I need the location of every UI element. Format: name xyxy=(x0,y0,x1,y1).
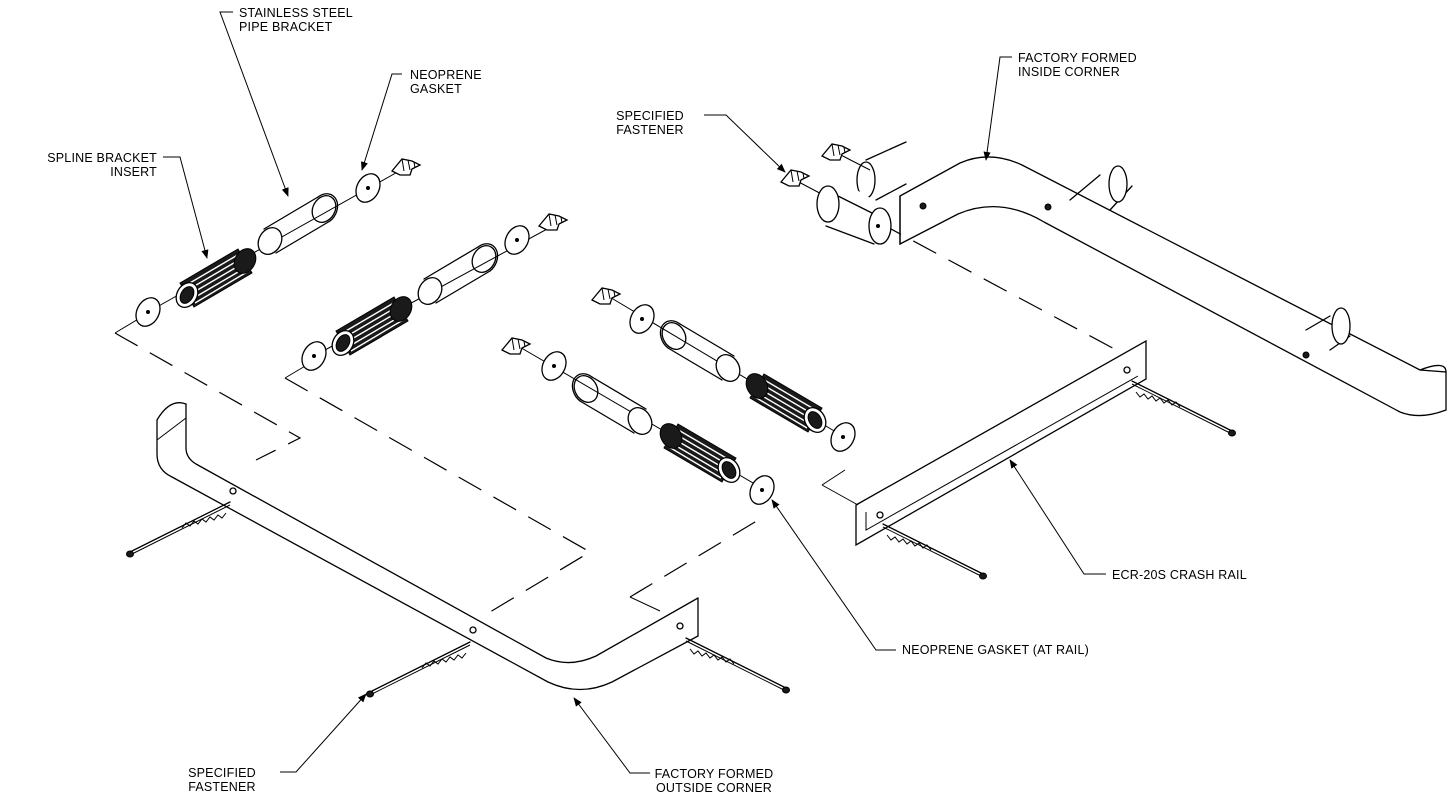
pipe-bracket xyxy=(816,180,892,245)
spline-bracket-insert xyxy=(327,292,417,360)
fastener-clip xyxy=(501,337,531,355)
neoprene-gasket xyxy=(536,346,572,386)
pipe-bracket xyxy=(252,190,342,260)
fastener-clip xyxy=(591,287,621,305)
label-spline-bracket-insert: SPLINE BRACKET INSERT xyxy=(0,151,157,179)
label-neoprene-gasket-at-rail: NEOPRENE GASKET (AT RAIL) xyxy=(902,643,1089,657)
leader-lines xyxy=(163,11,1106,774)
fastener-clip xyxy=(391,158,421,176)
label-specified-fastener-top: SPECIFIED FASTENER xyxy=(600,109,700,137)
label-line: FACTORY FORMED xyxy=(1018,51,1137,65)
neoprene-gasket xyxy=(130,292,166,332)
assembly-row xyxy=(130,158,421,332)
label-line: FACTORY FORMED xyxy=(654,767,774,781)
label-line: GASKET xyxy=(410,82,462,96)
alignment-lines xyxy=(114,221,1121,613)
neoprene-gasket xyxy=(296,336,332,376)
outside-corner-rail xyxy=(156,402,699,691)
fastener-screw xyxy=(125,501,231,558)
label-stainless-steel-pipe-bracket: STAINLESS STEEL PIPE BRACKET xyxy=(239,6,353,34)
label-crash-rail: ECR-20S CRASH RAIL xyxy=(1112,568,1247,582)
spline-bracket-insert xyxy=(171,244,261,312)
label-line: SPLINE BRACKET xyxy=(47,151,157,165)
label-line: OUTSIDE CORNER xyxy=(655,781,772,795)
label-factory-formed-outside-corner: FACTORY FORMED OUTSIDE CORNER xyxy=(650,767,778,795)
label-line: FASTENER xyxy=(616,123,684,137)
neoprene-gasket xyxy=(499,220,535,260)
assembly-row xyxy=(591,287,861,457)
fastener-clip xyxy=(780,169,810,187)
label-line: FASTENER xyxy=(188,780,256,794)
pipe-bracket xyxy=(568,370,658,440)
label-neoprene-gasket-top: NEOPRENE GASKET xyxy=(410,68,482,96)
label-line: SPECIFIED xyxy=(616,109,684,123)
fastener-screw xyxy=(1131,380,1237,437)
label-line: INSIDE CORNER xyxy=(1018,65,1120,79)
fastener-clip xyxy=(538,213,568,231)
label-line: SPECIFIED xyxy=(188,766,256,780)
label-line: STAINLESS STEEL xyxy=(239,6,353,20)
label-line: INSERT xyxy=(110,165,157,179)
spline-bracket-insert xyxy=(655,419,745,487)
fastener-screw xyxy=(365,641,471,698)
assembly-row xyxy=(501,337,780,510)
label-specified-fastener-bottom: SPECIFIED FASTENER xyxy=(170,766,274,794)
label-factory-formed-inside-corner: FACTORY FORMED INSIDE CORNER xyxy=(1018,51,1137,79)
fastener-screw xyxy=(685,637,791,694)
inside-corner-rail xyxy=(856,141,1447,417)
spline-bracket-insert xyxy=(741,369,831,437)
pipe-bracket xyxy=(412,240,502,310)
label-line: PIPE BRACKET xyxy=(239,20,333,34)
neoprene-gasket xyxy=(624,299,660,339)
neoprene-gasket xyxy=(825,417,861,457)
assembly-row xyxy=(780,143,892,245)
crash-rail xyxy=(855,339,1147,547)
neoprene-gasket xyxy=(350,168,386,208)
assembly-row xyxy=(296,213,568,376)
fastener-screw xyxy=(882,523,988,580)
label-line: NEOPRENE xyxy=(410,68,482,82)
